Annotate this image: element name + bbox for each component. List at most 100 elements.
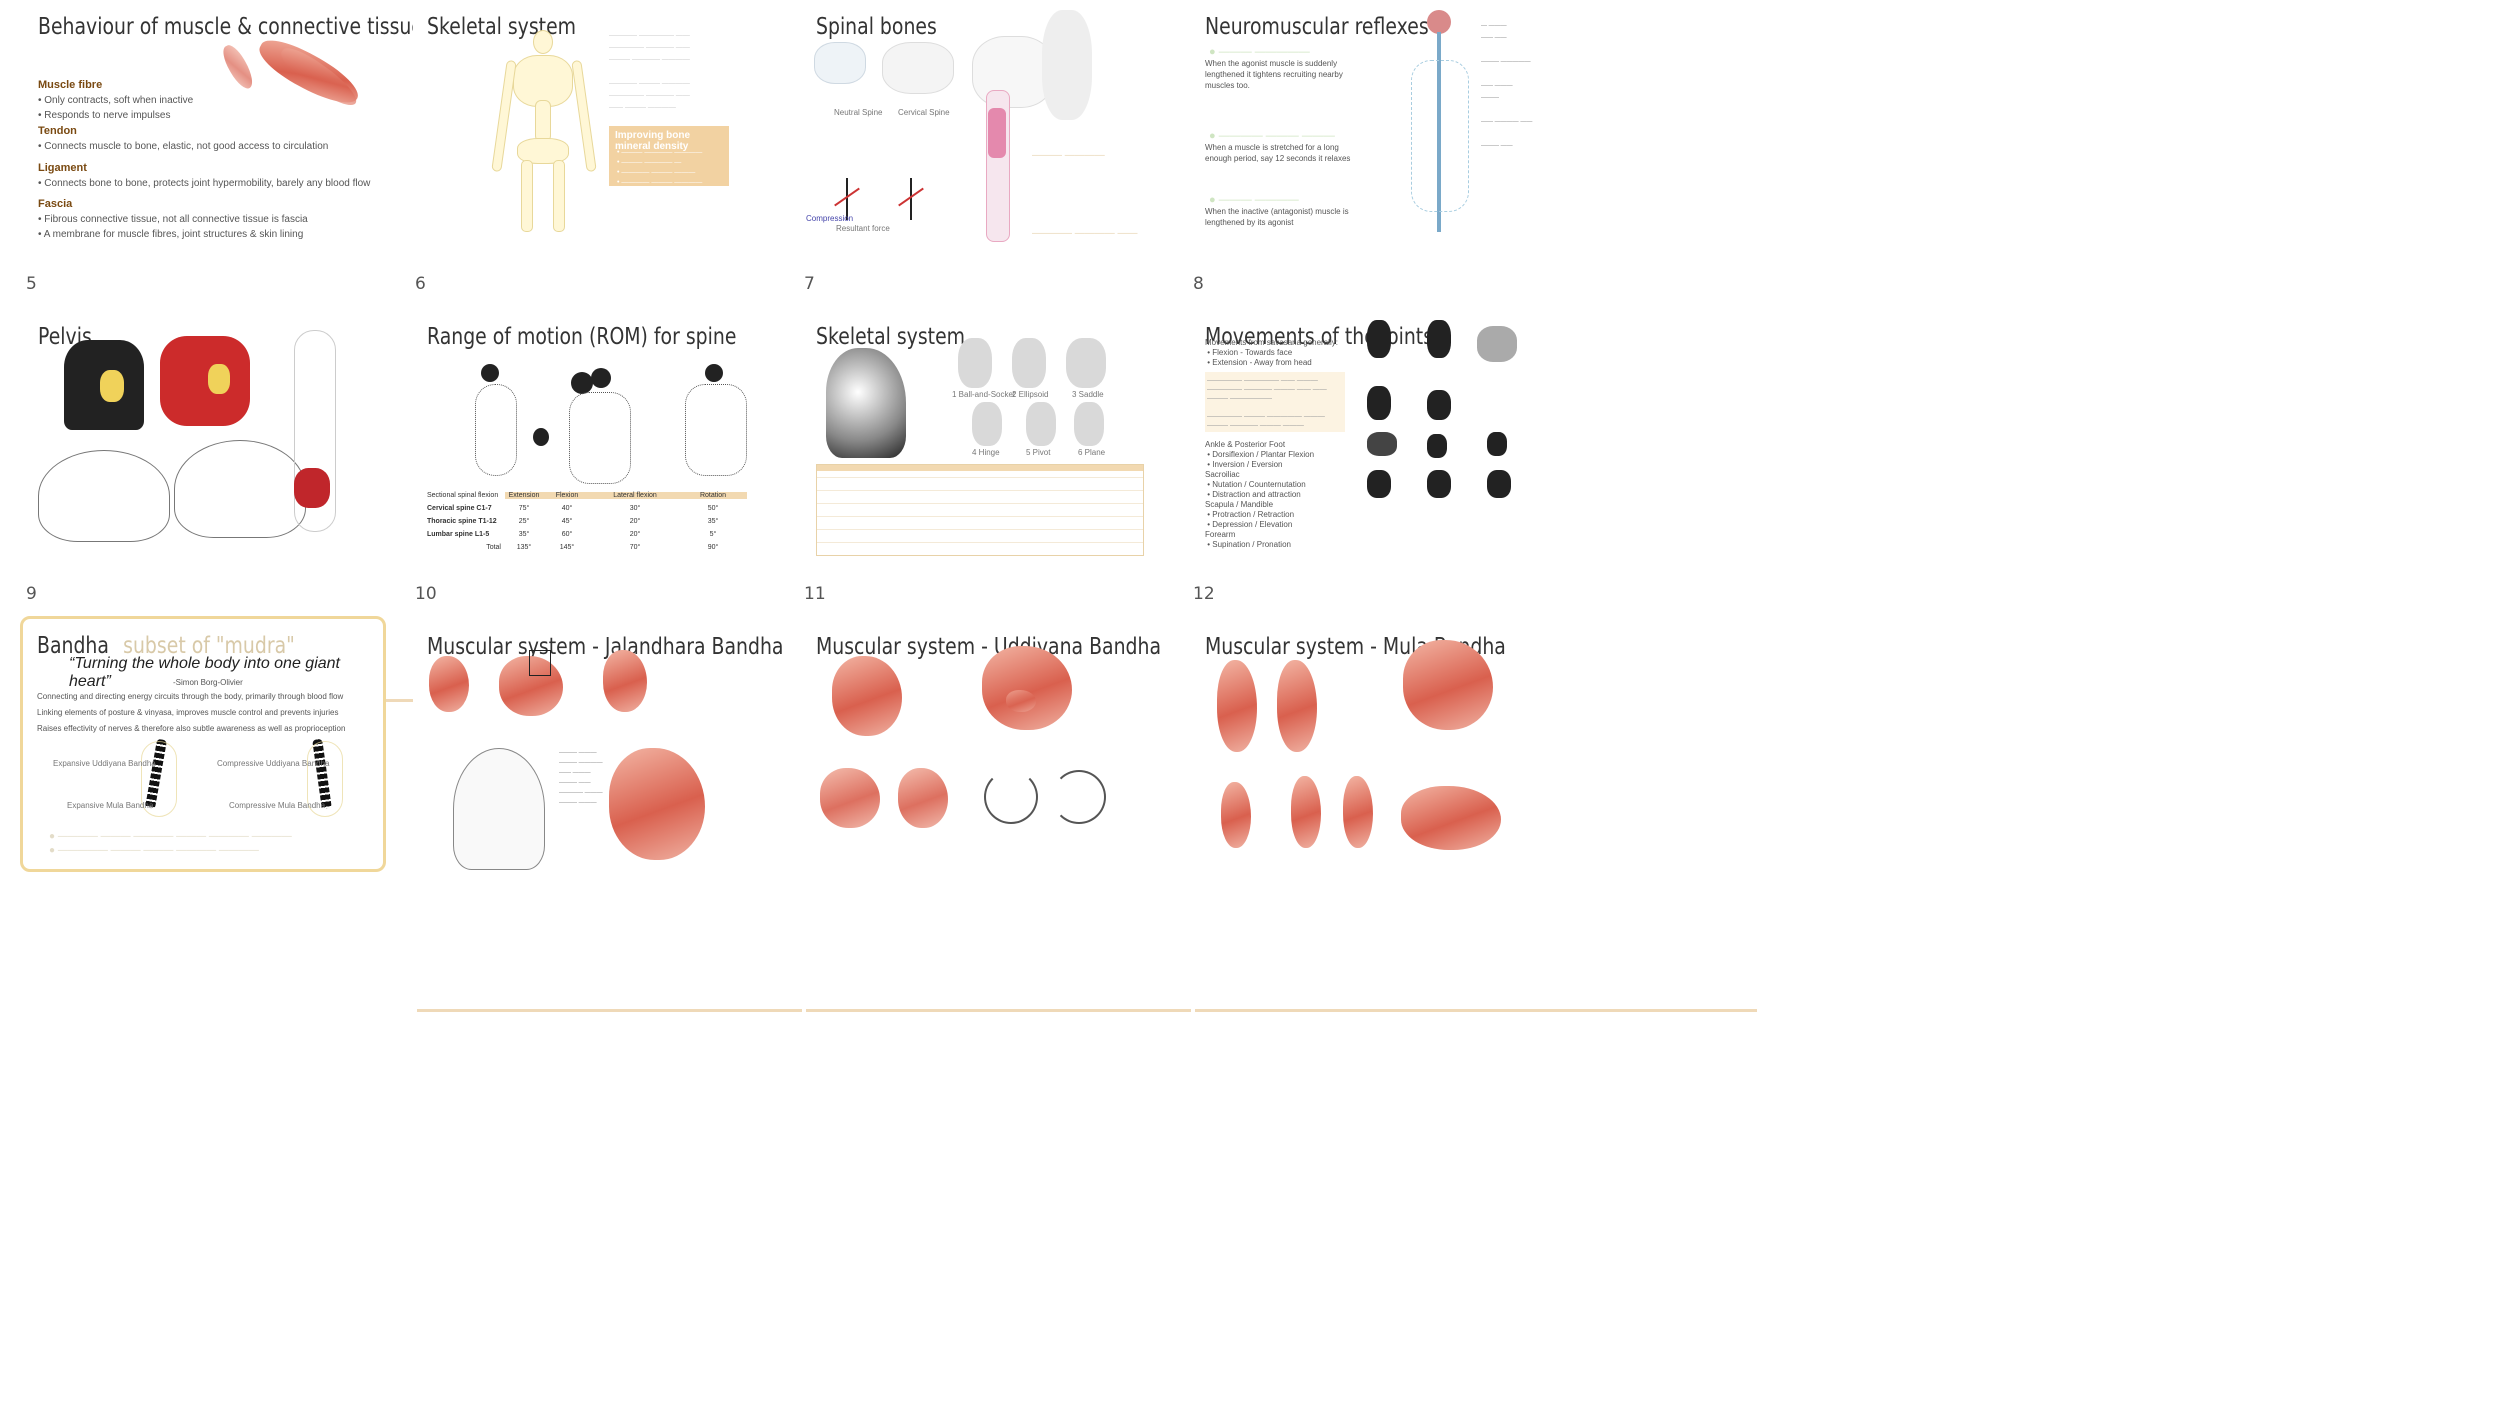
section-heading: Muscle fibre <box>38 79 103 91</box>
rom-cell: 5° <box>709 531 717 538</box>
resultant-force-label: Resultant force <box>836 224 890 233</box>
rom-table-header: Sectional spinal flexion Extension Flexi… <box>427 488 747 502</box>
bone-density-callout: Improving bone mineral density • ——— ———… <box>609 126 729 186</box>
expansive-mula-label: Expansive Mula Bandha <box>67 801 154 810</box>
faint-annotation: ———— ———— —— <box>1032 228 1138 239</box>
slide-title: Spinal bones <box>816 14 937 40</box>
pelvis-overlay <box>100 370 124 402</box>
pelvis-overlay <box>208 364 230 394</box>
neck-muscle-illustration <box>609 748 705 860</box>
bandha-description: Connecting and directing energy circuits… <box>37 689 377 737</box>
rom-cell: Lumbar spine L1-5 <box>427 531 490 538</box>
pelvis-drawing <box>38 450 170 542</box>
vertebra-illustration <box>814 42 866 84</box>
compression-label: Compression <box>806 214 854 223</box>
rom-cell: 50° <box>707 505 719 512</box>
highlight-box <box>529 650 551 676</box>
group-heading: Sacroiliac <box>1205 470 1240 479</box>
pose-image <box>1427 320 1451 358</box>
slide-number: 6 <box>415 274 426 294</box>
joint-label: 4 Hinge <box>972 448 1000 457</box>
leg-muscle-illustration <box>1291 776 1321 848</box>
pelvic-muscle-illustration <box>1403 640 1493 730</box>
highlighted-spine-region <box>988 108 1006 158</box>
faint-heading: ● ——— ———— <box>1209 194 1299 206</box>
slide-canvas: Muscular system - Mula Bandha <box>1191 620 1761 1018</box>
expansive-uddiyana-label: Expansive Uddiyana Bandha <box>53 759 156 768</box>
diaphragm-diagram <box>984 770 1038 824</box>
bandha-quote: “Turning the whole body into one giant h… <box>69 655 340 690</box>
bullet: Fibrous connective tissue, not all conne… <box>44 214 308 225</box>
spinal-cord-illustration <box>1437 32 1441 232</box>
intro-text: Movements from savasana generally: <box>1205 338 1338 347</box>
movements-intro: Movements from savasana generally: • Fle… <box>1205 338 1338 367</box>
skeleton-illustration <box>533 30 553 54</box>
joint-movement-list: Ankle & Posterior Foot • Dorsiflexion / … <box>1205 440 1315 549</box>
rom-cell: 60° <box>561 531 573 538</box>
pelvis-illustration <box>517 138 569 164</box>
back-muscle-illustration <box>898 768 948 828</box>
neck-muscle-illustration <box>429 656 469 712</box>
pose-image <box>1367 320 1391 358</box>
ellipsoid-joint <box>1012 338 1046 388</box>
rom-header-cell: Lateral flexion <box>591 491 679 499</box>
rom-cell: 35° <box>518 531 530 538</box>
pivot-joint <box>1026 402 1056 446</box>
slide-divider <box>1195 1009 1757 1012</box>
rom-cell: 135° <box>516 544 532 551</box>
figure-head <box>481 364 499 382</box>
bandha-line: Raises effectivity of nerves & therefore… <box>37 724 346 733</box>
vertebra-illustration <box>972 36 1054 108</box>
ligament-section: Ligament • Connects bone to bone, protec… <box>38 162 371 189</box>
slide-number: 12 <box>1193 584 1215 604</box>
slide-number: 5 <box>26 274 37 294</box>
figure-sketch <box>475 384 517 476</box>
figure-sketch <box>569 392 631 484</box>
rom-cell: 20° <box>629 531 641 538</box>
section-heading: Tendon <box>38 125 77 137</box>
reciprocal-inhibition-text: When the inactive (antagonist) muscle is… <box>1205 207 1349 227</box>
group-heading: Forearm <box>1205 530 1236 539</box>
faint-bullets: ● ————— ——— ——— ———— ———— <box>49 845 259 856</box>
callout-title: Improving bone mineral density <box>615 130 690 152</box>
note-callout: ————— ————— —— ———————— ———— ——— —— ————… <box>1205 372 1345 432</box>
section-heading: Ligament <box>38 162 87 174</box>
arm-illustration <box>571 59 597 173</box>
rom-cell: 75° <box>518 505 530 512</box>
diaphragm-diagram <box>1052 770 1106 824</box>
slide-number: 8 <box>1193 274 1204 294</box>
slide-title: Muscular system - Jalandhara Bandha <box>427 634 784 660</box>
pose-image <box>1487 432 1507 456</box>
table-header-band <box>817 465 1143 471</box>
autogenic-inhibition-text: When a muscle is stretched for a long en… <box>1205 143 1351 163</box>
shoulder-diagram <box>453 748 545 870</box>
rom-table-row: Lumbar spine L1-5 35° 60° 20° 5° <box>427 528 747 541</box>
slide-number: 7 <box>804 274 815 294</box>
slide-number: 10 <box>415 584 437 604</box>
rom-header-cell: Sectional spinal flexion <box>427 491 505 499</box>
bullet: Connects muscle to bone, elastic, not go… <box>44 141 329 152</box>
rom-cell: 90° <box>707 544 719 551</box>
compressive-uddiyana-label: Compressive Uddiyana Bandha <box>217 759 330 768</box>
stretch-reflex-text: When the agonist muscle is suddenly leng… <box>1205 59 1343 90</box>
leg-illustration <box>521 160 533 232</box>
nerve-network-illustration <box>1411 60 1469 212</box>
bandha-line: Linking elements of posture & vinyasa, i… <box>37 708 339 717</box>
joint-types-table <box>816 464 1144 556</box>
camel-pose-photo-2 <box>160 336 250 426</box>
joint-label: 2 Ellipsoid <box>1012 390 1049 399</box>
brain-illustration <box>1427 10 1451 34</box>
bullet: Responds to nerve impulses <box>44 110 171 121</box>
saddle-joint <box>1066 338 1106 388</box>
neck-muscle-illustration <box>603 650 647 712</box>
arm-illustration <box>491 59 517 173</box>
rom-cell: Cervical spine C1-7 <box>427 505 492 512</box>
slide-divider <box>806 1009 1368 1012</box>
rom-cell: Total <box>486 544 501 551</box>
ball-and-socket-joint <box>958 338 992 388</box>
pelvic-muscle-illustration <box>1277 660 1317 752</box>
rom-header-cell: Flexion <box>543 491 591 499</box>
rom-cell: 40° <box>561 505 573 512</box>
slide-title: Skeletal system <box>816 324 966 350</box>
rom-table-row: Total 135° 145° 70° 90° <box>427 541 747 554</box>
